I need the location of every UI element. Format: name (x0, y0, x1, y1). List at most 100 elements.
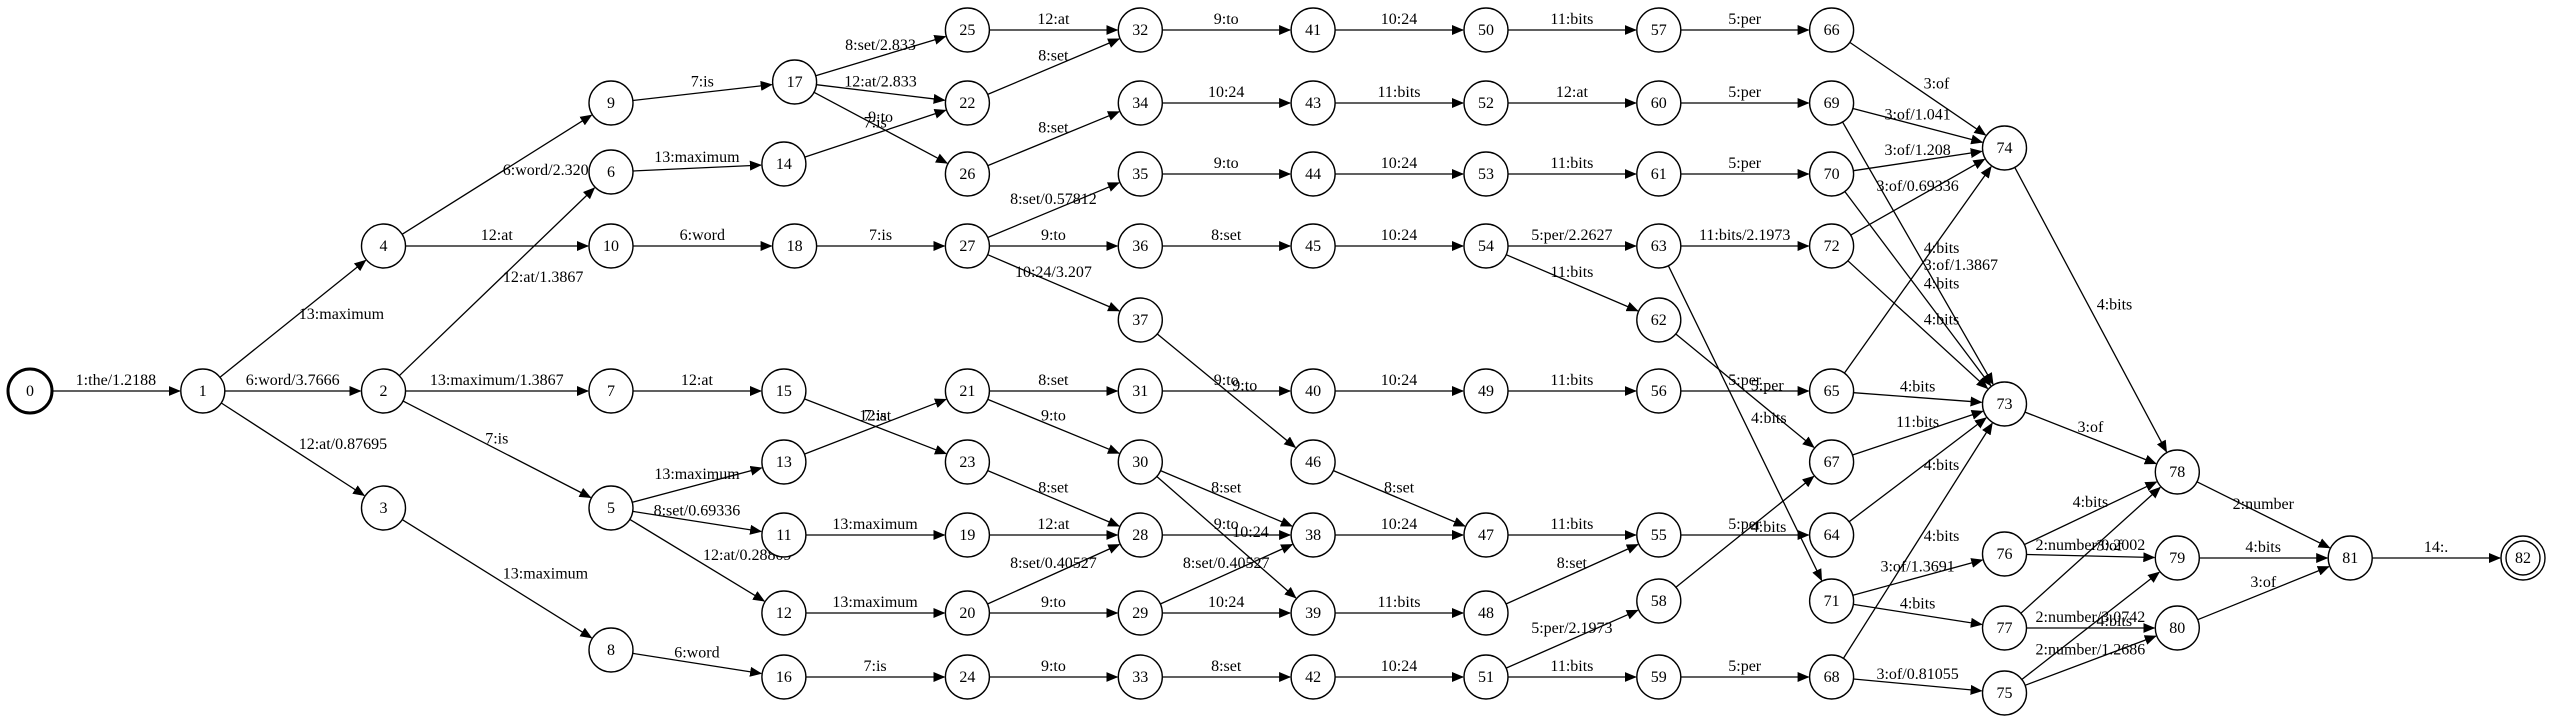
state-label: 57 (1651, 22, 1667, 39)
edge-17-22 (816, 84, 946, 104)
edge-label: 10:24 (1381, 658, 1417, 675)
state-label: 0 (26, 383, 34, 400)
edge-label: 8:set/0.69336 (654, 502, 741, 519)
state-node-8: 8 (588, 627, 634, 673)
edge-label: 11:bits (1896, 414, 1939, 431)
state-circle (1117, 439, 1164, 485)
state-circle (1463, 80, 1509, 126)
state-circle (6, 367, 54, 415)
state-node-39: 39 (1290, 590, 1336, 636)
state-node-76: 76 (1981, 531, 2028, 577)
state-node-79: 79 (2154, 535, 2201, 581)
edge-label: 9:to (1214, 11, 1239, 28)
state-circle (1463, 7, 1509, 53)
state-label: 50 (1478, 22, 1494, 39)
state-label: 28 (1132, 527, 1148, 544)
state-label: 46 (1305, 454, 1321, 471)
state-circle (944, 368, 991, 414)
edge-58-67 (1675, 475, 1815, 588)
state-node-12: 12 (761, 590, 807, 636)
state-label: 60 (1651, 95, 1667, 112)
state-label: 72 (1824, 238, 1840, 255)
edge-26-34 (987, 111, 1120, 167)
state-node-6: 6 (588, 149, 634, 195)
state-label: 40 (1305, 383, 1321, 400)
edge-label: 1:the/1.2188 (76, 372, 156, 389)
final-state-inner-circle (2505, 540, 2541, 576)
state-circle (1808, 578, 1855, 624)
edge-label: 6:word/3.7666 (246, 372, 340, 389)
edge-label: 9:to (1041, 227, 1066, 244)
state-label: 67 (1824, 454, 1840, 471)
state-circle (1808, 80, 1855, 126)
state-circle (1808, 7, 1855, 53)
edge-29-38 (1160, 543, 1294, 605)
edge-label: 13:maximum/1.3867 (430, 372, 564, 389)
state-circle (1290, 368, 1336, 414)
state-node-22: 22 (944, 80, 991, 126)
state-node-49: 49 (1463, 368, 1509, 414)
state-circle (1463, 368, 1509, 414)
state-circle (1981, 125, 2028, 171)
edge-17-25 (815, 34, 947, 77)
edge-1-3 (220, 402, 366, 497)
state-label: 74 (1997, 140, 2013, 157)
edge-23-28 (987, 470, 1121, 527)
state-circle (1981, 531, 2028, 577)
state-circle (944, 7, 991, 53)
edge-label: 12:at (681, 372, 714, 389)
edge-label: 10:24 (1381, 155, 1417, 172)
state-circle (1636, 654, 1682, 700)
state-circle (1290, 512, 1336, 558)
edge-label: 11:bits (1550, 372, 1593, 389)
state-circle (1290, 151, 1336, 197)
edge-20-28 (987, 543, 1121, 605)
state-circle (1117, 297, 1164, 343)
edge-48-55 (1505, 543, 1639, 605)
edge-label: 8:set/0.40527 (1183, 555, 1270, 572)
edge-3-8 (401, 519, 593, 639)
state-circle (944, 590, 991, 636)
edge-label: 8:set (1038, 479, 1069, 496)
state-node-56: 56 (1636, 368, 1682, 414)
state-label: 80 (2169, 620, 2185, 637)
edge-65-74 (1843, 165, 1992, 374)
edge-70-73 (1844, 191, 1992, 387)
state-circle (1808, 223, 1855, 269)
edge-label: 4:bits (1924, 276, 1960, 293)
edge-label: 5:per/2.2627 (1531, 227, 1612, 244)
state-label: 37 (1132, 312, 1148, 329)
state-circle (1463, 512, 1509, 558)
edge-label: 11:bits (1550, 155, 1593, 172)
edge-label: 2:number/1.2686 (2036, 642, 2146, 659)
state-circle (1290, 7, 1336, 53)
state-label: 8 (607, 642, 615, 659)
edge-label: 5:per (1751, 378, 1785, 395)
state-label: 62 (1651, 312, 1667, 329)
state-node-73: 73 (1981, 381, 2028, 427)
edge-label: 7:is (864, 658, 887, 675)
edge-label: 11:bits (1550, 516, 1593, 533)
state-circle (1463, 223, 1509, 269)
state-label: 26 (959, 166, 975, 183)
state-label: 71 (1824, 593, 1840, 610)
edge-label: 12:at (1037, 11, 1070, 28)
edge-label: 7:is (691, 74, 714, 91)
edge-label: 4:bits (2073, 494, 2109, 511)
state-node-50: 50 (1463, 7, 1509, 53)
state-circle (588, 149, 634, 195)
state-node-5: 5 (588, 485, 634, 531)
edge-label: 4:bits (1751, 410, 1787, 427)
edge-label: 8:set (1557, 555, 1588, 572)
state-label: 48 (1478, 605, 1494, 622)
edge-77-78 (2020, 486, 2161, 614)
edge-label: 3:of/0.81055 (1876, 666, 1958, 683)
edge-15-23 (804, 398, 947, 455)
edge-label: 10:24 (1208, 594, 1244, 611)
state-circle (2154, 449, 2201, 495)
state-label: 30 (1132, 454, 1148, 471)
state-node-82: 82 (2500, 535, 2546, 581)
edge-65-73 (1853, 392, 1983, 407)
state-label: 5 (607, 500, 615, 517)
